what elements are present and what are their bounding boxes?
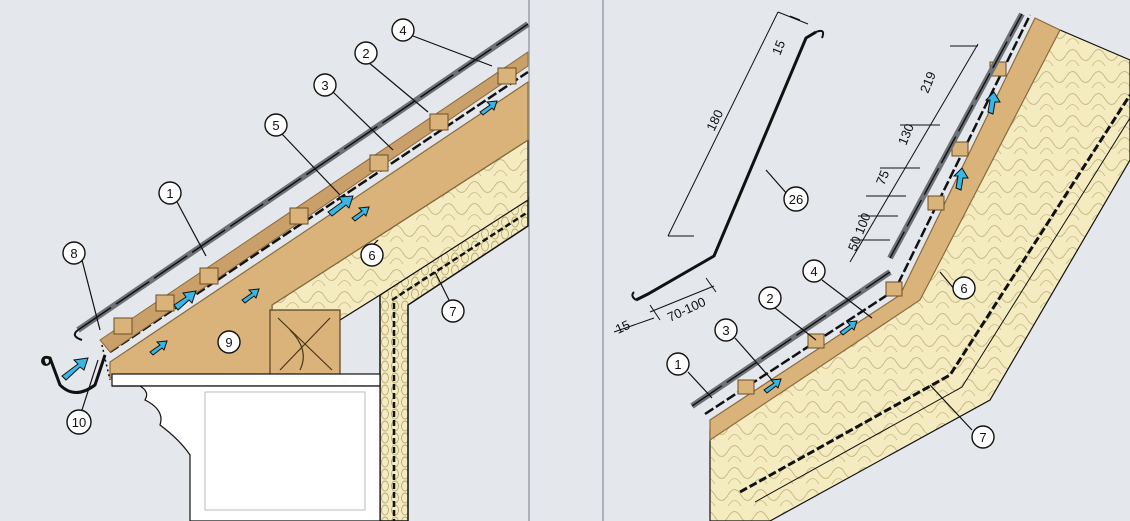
callout-l2: 2 (354, 41, 378, 65)
callout-l6: 6 (360, 243, 384, 267)
callout-r7: 7 (971, 425, 995, 449)
metal-roofing-seams (77, 23, 529, 331)
callout-r6-label: 6 (960, 281, 967, 296)
callout-l9-label: 9 (225, 335, 232, 350)
eave-soffit (111, 373, 381, 387)
right-detail: 15 180 15 70-100 219 130 75 50 100 1 2 3… (613, 11, 1130, 521)
gutter-bead (41, 356, 51, 366)
callout-l1-label: 1 (166, 186, 173, 201)
right-vapour-layer-inner (754, 117, 1130, 503)
right-metal-seams-upper (889, 13, 1023, 259)
callout-r6: 6 (952, 276, 976, 300)
callout-l3: 3 (313, 73, 337, 97)
callout-l5: 5 (264, 113, 288, 137)
callout-l9: 9 (217, 330, 241, 354)
dim-219: 219 (917, 69, 939, 95)
flashing-hem-bottom (631, 291, 637, 301)
callout-r2-label: 2 (766, 291, 773, 306)
battens (113, 67, 517, 335)
callout-r4: 4 (802, 259, 826, 283)
dimension-lines (613, 11, 979, 333)
callout-r1-label: 1 (674, 357, 681, 372)
right-airflow-arrows (763, 91, 1001, 394)
callout-l1: 1 (158, 181, 182, 205)
dim-15-bottom: 15 (613, 317, 632, 337)
callout-r4-label: 4 (810, 264, 817, 279)
callout-r26-label: 26 (789, 192, 803, 207)
right-leaders (687, 169, 973, 431)
callout-l6-label: 6 (368, 248, 375, 263)
dim-50-100: 50 100 (845, 211, 874, 253)
callout-r26: 26 (783, 186, 809, 212)
callout-l10: 10 (66, 409, 92, 435)
right-metal-seams-lower (691, 271, 891, 407)
callout-l3-label: 3 (321, 78, 328, 93)
callout-r3: 3 (714, 318, 738, 342)
left-detail: 1 2 3 4 5 6 7 8 9 10 (41, 0, 604, 521)
airflow-arrows (61, 100, 498, 381)
right-vapour-layer (739, 94, 1130, 494)
flashing-hem-top (815, 29, 825, 39)
dim-180: 180 (703, 107, 726, 133)
callout-l2-label: 2 (362, 46, 369, 61)
wall-plate-grain (277, 317, 333, 371)
panel-divider-left (528, 0, 530, 521)
callout-r3-label: 3 (722, 323, 729, 338)
roof-eave-drip (73, 329, 83, 341)
rafter (109, 80, 529, 379)
eave-grille (101, 344, 111, 381)
callout-l7-label: 7 (449, 304, 456, 319)
callout-r7-label: 7 (979, 430, 986, 445)
panel-divider-right (602, 0, 604, 521)
gutter (41, 354, 107, 394)
left-leaders (81, 35, 493, 411)
callout-r2: 2 (758, 286, 782, 310)
wall-face (204, 391, 366, 511)
flashing-profile (635, 30, 817, 302)
callout-l4-label: 4 (399, 23, 406, 38)
callout-l10-label: 10 (72, 415, 86, 430)
callout-l5-label: 5 (272, 118, 279, 133)
callout-l8-label: 8 (70, 246, 77, 261)
dim-75: 75 (873, 168, 892, 187)
callout-l8: 8 (62, 241, 86, 265)
callout-l4: 4 (391, 18, 415, 42)
dim-15-top: 15 (769, 38, 788, 57)
dim-70-100: 70-100 (665, 294, 708, 325)
callout-l7: 7 (441, 299, 465, 323)
callout-r1: 1 (666, 352, 690, 376)
